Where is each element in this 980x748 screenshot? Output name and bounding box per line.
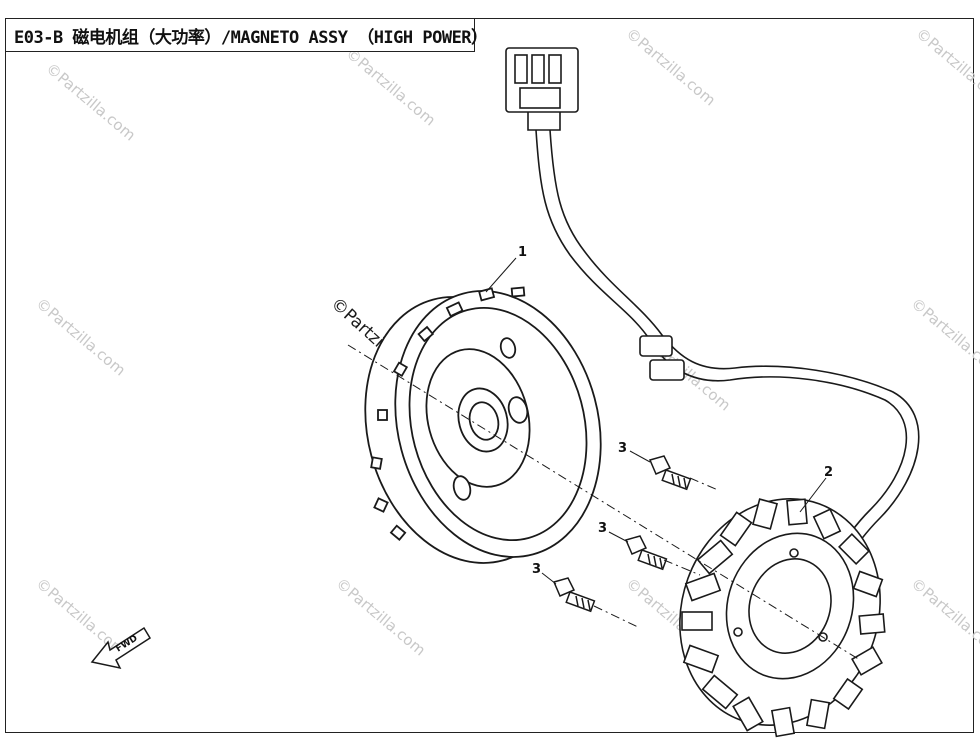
watermark: ©Partzilla.com: [912, 24, 980, 109]
callout-stator: 2: [824, 465, 833, 480]
bolt: [648, 455, 692, 491]
title-text: E03-B 磁电机组（大功率）/MAGNETO ASSY （HIGH POWER…: [14, 27, 488, 48]
watermark: ©Partzilla.com: [32, 294, 129, 379]
watermark: ©Partzilla.com: [907, 294, 980, 379]
stator: [679, 498, 886, 738]
diagram-frame: [5, 18, 974, 733]
axis-lines: [347, 344, 861, 661]
callout-bolt: 3: [532, 562, 541, 577]
bolt: [552, 577, 596, 613]
watermark: ©Partzilla.com: [342, 44, 439, 129]
watermark: ©Partzilla.com: [42, 59, 139, 144]
leader-lines: [485, 257, 827, 585]
watermark: ©Partzilla.com: [622, 24, 719, 109]
watermark: ©Partzilla.com: [332, 574, 429, 659]
callout-bolt: 3: [618, 441, 627, 456]
flywheel-rotor: [364, 286, 602, 564]
connector-plug: [505, 47, 579, 131]
watermark: ©Partzilla.com: [907, 574, 980, 659]
callout-flywheel: 1: [518, 245, 527, 260]
callout-bolt: 3: [598, 521, 607, 536]
wire-harness: [535, 129, 920, 561]
page-title: E03-B 磁电机组（大功率）/MAGNETO ASSY （HIGH POWER…: [5, 18, 488, 52]
bolt: [624, 535, 668, 571]
